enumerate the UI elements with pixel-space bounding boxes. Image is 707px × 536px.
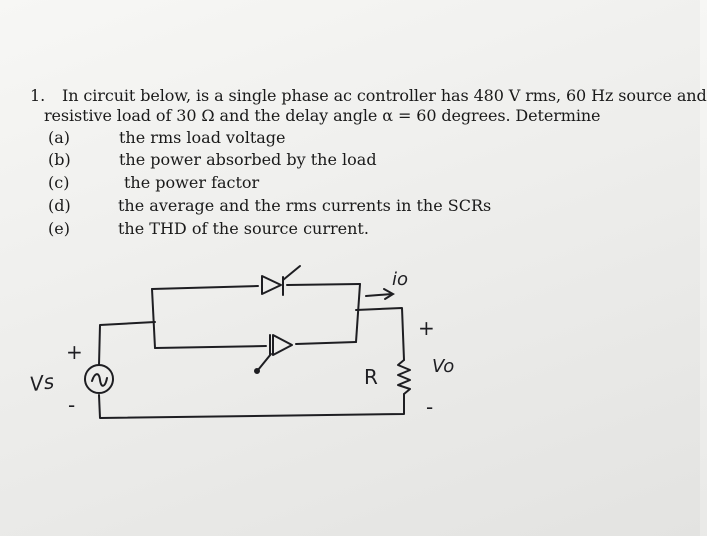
- source-top-wire: [98, 321, 156, 366]
- item-a-text: the rms load voltage: [119, 128, 286, 147]
- parallel-left-wire: [151, 288, 156, 349]
- problem-statement-line2: resistive load of 30 Ω and the delay ang…: [44, 106, 601, 125]
- problem-number: 1.: [30, 86, 46, 105]
- source-label: Vs: [28, 369, 55, 396]
- problem-statement-line1: In circuit below, is a single phase ac c…: [62, 86, 707, 105]
- current-arrow-icon: [365, 288, 395, 300]
- scr-lower-icon: [254, 334, 293, 374]
- item-a-letter: (a): [48, 128, 71, 147]
- item-d-text: the average and the rms currents in the …: [118, 196, 492, 215]
- item-e-text: the THD of the source current.: [118, 219, 369, 238]
- bottom-return-wire: [98, 393, 405, 419]
- source-minus-label: -: [68, 393, 75, 417]
- ac-source-icon: [84, 364, 114, 394]
- scr-upper-icon: [261, 265, 301, 296]
- item-b-letter: (b): [48, 150, 71, 169]
- current-label: io: [392, 269, 408, 290]
- output-voltage-label: Vo: [432, 356, 454, 377]
- item-c-letter: (c): [48, 173, 70, 192]
- resistor-icon: [397, 359, 411, 395]
- upper-branch-wire: [151, 283, 361, 290]
- item-e-letter: (e): [48, 219, 70, 238]
- item-d-letter: (d): [48, 196, 71, 215]
- item-c-text: the power factor: [124, 173, 260, 192]
- item-b-text: the power absorbed by the load: [119, 150, 377, 169]
- output-minus-label: -: [426, 395, 433, 419]
- output-plus-label: +: [418, 316, 435, 340]
- resistor-label: R: [364, 365, 378, 389]
- parallel-right-wire: [355, 283, 361, 343]
- source-plus-label: +: [66, 340, 83, 364]
- lower-branch-wire: [154, 341, 357, 349]
- output-top-wire: [355, 307, 405, 361]
